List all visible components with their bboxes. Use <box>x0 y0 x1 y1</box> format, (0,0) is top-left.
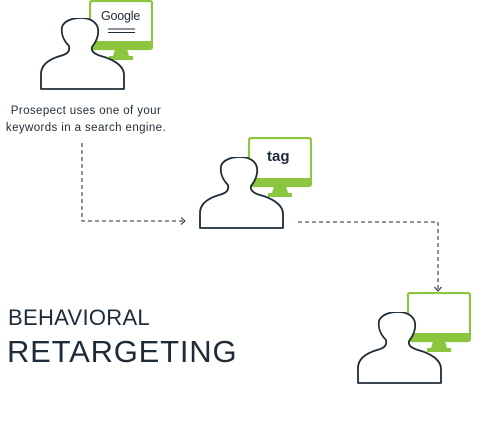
arrow-icon <box>434 286 442 292</box>
step2-figure <box>199 137 312 229</box>
tag-label: tag <box>267 148 290 165</box>
title-line-2: RETARGETING <box>7 334 238 369</box>
step1-caption: Prosepect uses one of your keywords in a… <box>0 103 176 137</box>
connector-arrow-2 <box>298 221 439 290</box>
monitor-icon <box>407 292 471 354</box>
step1-figure <box>40 0 153 90</box>
step3-figure <box>357 292 471 384</box>
monitor-icon <box>248 137 312 199</box>
title-line-1: BEHAVIORAL <box>8 305 150 330</box>
caption-line-1: Prosepect uses one of your <box>10 105 162 117</box>
caption-line-2: keywords in a search engine. <box>5 122 167 134</box>
google-search-lines <box>108 28 135 34</box>
google-logo-text: Google <box>101 9 141 23</box>
connector-arrow-1 <box>81 143 184 222</box>
arrow-icon <box>180 217 186 225</box>
